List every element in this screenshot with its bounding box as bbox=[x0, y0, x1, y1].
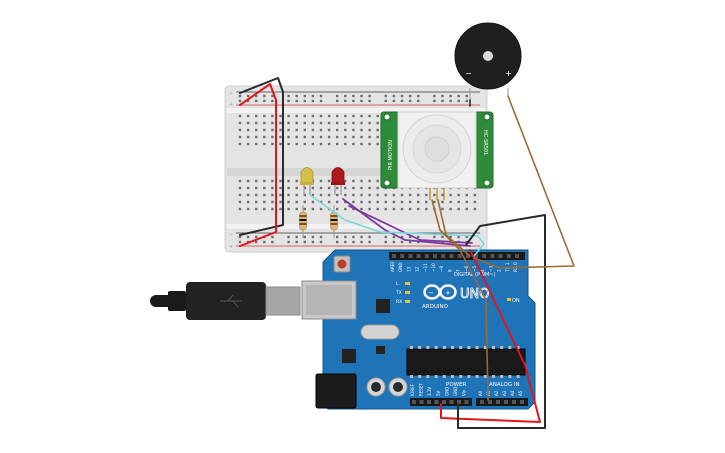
analog-pin-label: A5 bbox=[518, 390, 523, 396]
yellow-led bbox=[300, 167, 314, 195]
analog-header-strip bbox=[476, 398, 528, 406]
power-pin-label: IOREF bbox=[410, 383, 415, 396]
digital-header-strip bbox=[389, 252, 525, 260]
power-pin-label: 5V bbox=[436, 390, 441, 396]
svg-text:−: − bbox=[428, 289, 434, 297]
wire-black-top-rail bbox=[239, 77, 284, 236]
status-led-label: L bbox=[396, 281, 399, 287]
analog-pin-label: A4 bbox=[510, 390, 515, 396]
power-header: POWER bbox=[446, 382, 467, 388]
uno-logo-text: UNO bbox=[460, 287, 489, 302]
status-led-label: RX bbox=[396, 299, 402, 305]
wire-black-ground bbox=[457, 214, 546, 429]
power-pin-label: GND bbox=[453, 387, 458, 396]
svg-text:+: + bbox=[229, 244, 233, 250]
digital-pin-label: ~6 bbox=[464, 265, 469, 272]
status-led bbox=[405, 282, 410, 285]
status-led bbox=[405, 300, 410, 303]
wires bbox=[239, 77, 575, 429]
status-led bbox=[405, 291, 410, 294]
arduino-uno-board: − + UNO ARDUINO DIGITAL (PWM~) POWER ANA… bbox=[301, 249, 536, 410]
power-jack bbox=[315, 373, 357, 409]
digital-pin-label: 4 bbox=[480, 269, 485, 272]
svg-text:−: − bbox=[229, 91, 233, 97]
pir-label-left: PIR MOTION bbox=[388, 140, 394, 170]
reset-button-cap[interactable] bbox=[337, 259, 347, 269]
wire-red-top-rail bbox=[239, 83, 277, 247]
digital-pin-label: 12 bbox=[415, 266, 420, 272]
atmega-chip bbox=[406, 348, 526, 376]
on-led bbox=[507, 298, 511, 301]
digital-pin-label: AREF bbox=[390, 261, 395, 272]
power-pin-label: Vin bbox=[462, 389, 467, 396]
power-pin-label: GND bbox=[444, 387, 449, 396]
digital-pin-label: GND bbox=[398, 262, 403, 272]
digital-pin-label: ~3 bbox=[488, 265, 493, 272]
power-pin-label: RESET bbox=[419, 383, 424, 396]
digital-pin-label: 7 bbox=[456, 269, 461, 272]
analog-pin-label: A2 bbox=[494, 390, 499, 396]
status-led-label: TX bbox=[395, 290, 402, 296]
wire-purple-1 bbox=[342, 198, 471, 247]
red-led bbox=[331, 167, 345, 195]
analog-pin-label: A0 bbox=[478, 390, 483, 396]
wire-brown-pir-2 bbox=[437, 199, 471, 257]
analog-pin-label: A3 bbox=[502, 390, 507, 396]
usb-cable bbox=[150, 282, 301, 320]
digital-pin-label: ~5 bbox=[472, 265, 477, 272]
arduino-brand-text: ARDUINO bbox=[422, 304, 449, 310]
resistor-2 bbox=[330, 205, 338, 238]
power-pin-label: 3.3V bbox=[427, 387, 432, 396]
power-header-strip bbox=[410, 398, 472, 406]
svg-text:+: + bbox=[229, 102, 233, 108]
analog-header: ANALOG IN bbox=[489, 382, 520, 388]
on-label: ON bbox=[512, 298, 520, 304]
digital-header: DIGITAL (PWM~) bbox=[454, 272, 496, 278]
piezo-buzzer: − + bbox=[454, 22, 522, 100]
digital-pin-label: 13 bbox=[406, 266, 411, 272]
digital-pin-label: 8 bbox=[447, 269, 452, 272]
resistor-1 bbox=[299, 205, 307, 238]
digital-pin-label: 2 bbox=[497, 269, 502, 272]
wire-brown-pir bbox=[431, 199, 489, 401]
svg-text:+: + bbox=[445, 289, 451, 297]
wire-cyan bbox=[309, 194, 485, 257]
pir-label-right: HC-SR501 bbox=[482, 130, 488, 155]
buzzer-minus-label: − bbox=[465, 69, 472, 78]
wire-red-power bbox=[440, 249, 541, 423]
wire-brown-buzzer bbox=[473, 95, 575, 269]
digital-pin-label: ~10 bbox=[431, 263, 436, 272]
digital-pin-label: ~11 bbox=[423, 263, 428, 272]
svg-text:−: − bbox=[229, 232, 233, 238]
arduino-logo bbox=[423, 284, 457, 300]
digital-pin-label: ~9 bbox=[439, 265, 444, 272]
pir-motion-sensor: PIR MOTION HC-SR501 bbox=[380, 111, 494, 200]
wire-purple-2 bbox=[348, 205, 473, 244]
buzzer-plus-label: + bbox=[505, 69, 512, 78]
usb-icon bbox=[220, 294, 242, 308]
